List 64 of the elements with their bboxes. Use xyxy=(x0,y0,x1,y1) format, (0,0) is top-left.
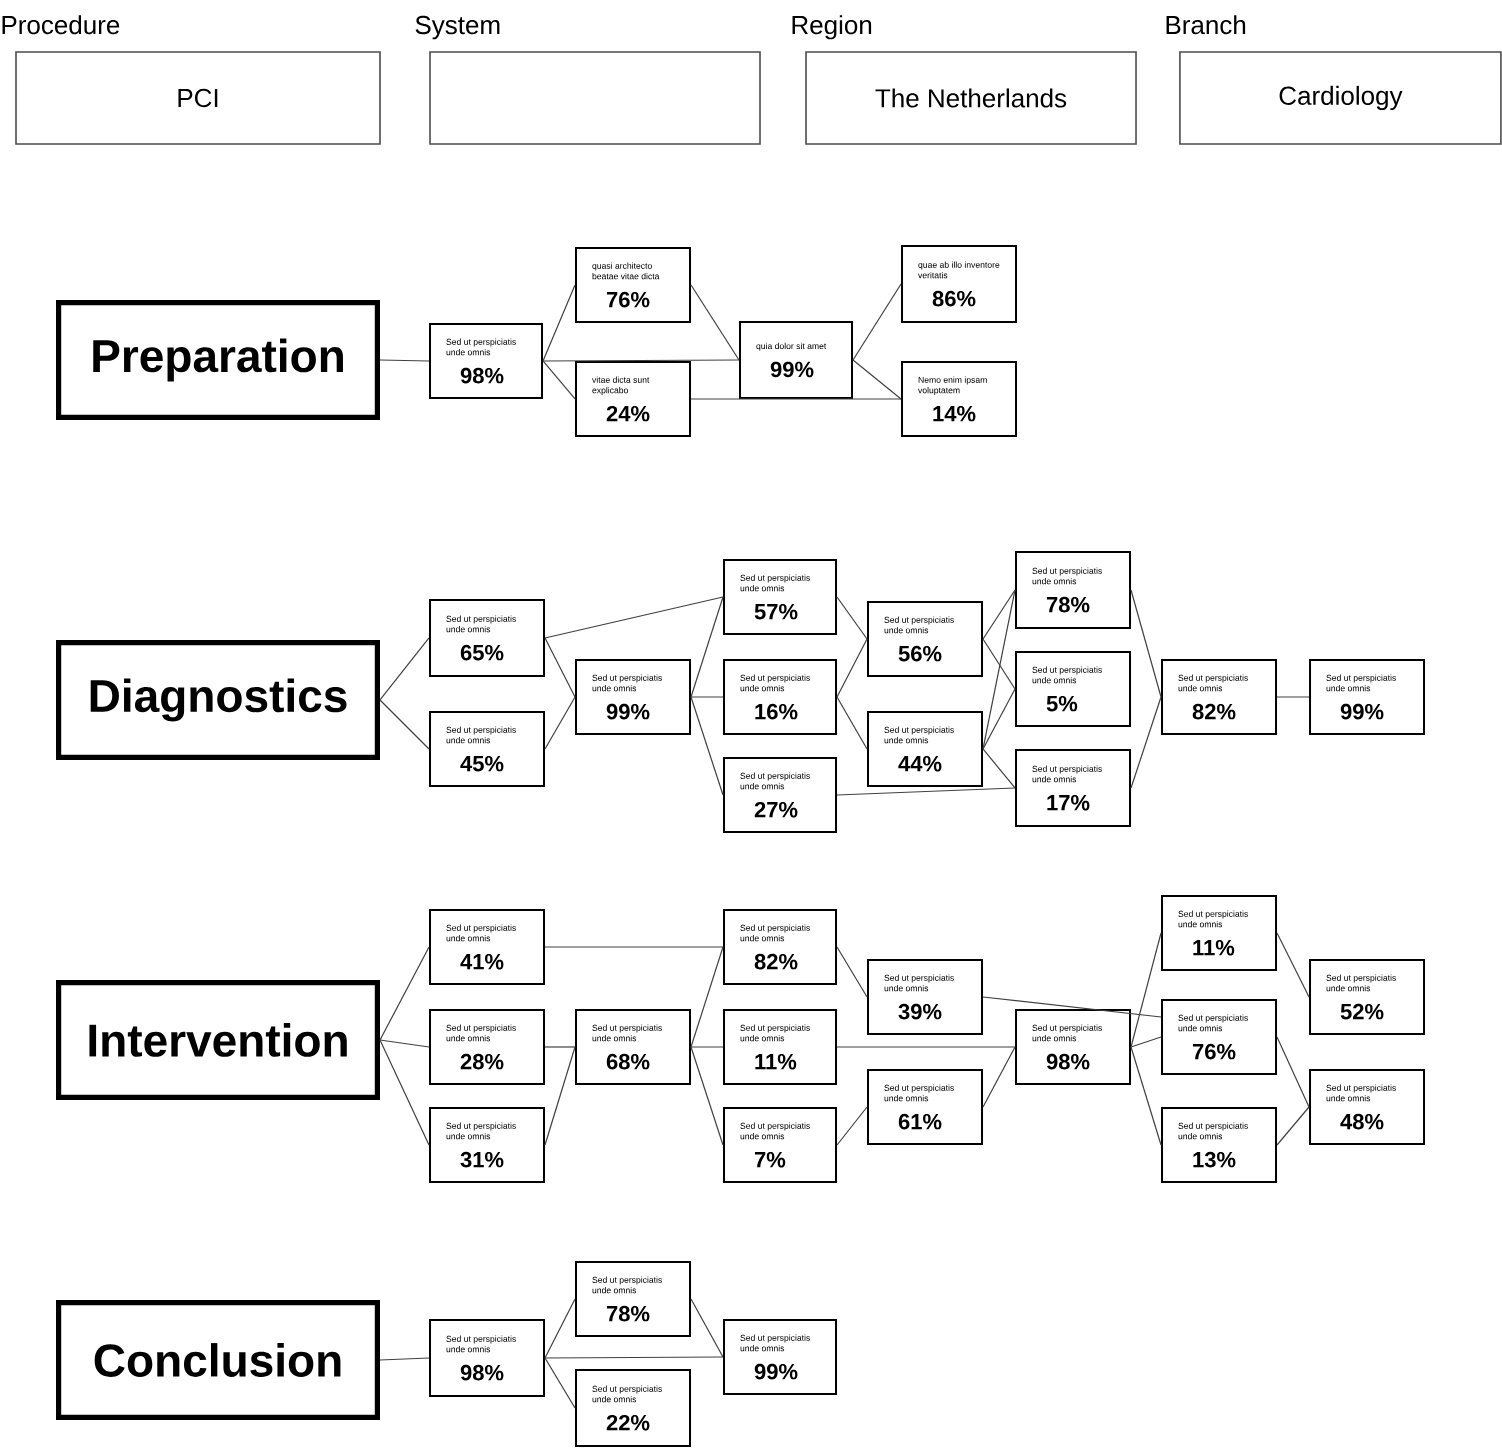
connector-line xyxy=(690,284,740,361)
connector-line xyxy=(836,787,1016,796)
connector-line xyxy=(1276,932,1310,998)
connector-line xyxy=(836,638,868,698)
connector-line xyxy=(1130,932,1162,1048)
stage-box: Diagnostics xyxy=(56,640,380,760)
connector-line xyxy=(544,1046,576,1048)
stage-box: Preparation xyxy=(56,299,380,420)
field-label: Procedure xyxy=(2,15,120,35)
connector-line xyxy=(836,596,868,640)
connector-line xyxy=(379,946,430,1041)
connector-line xyxy=(1130,589,1162,698)
connector-line xyxy=(690,596,724,698)
stage-box: Intervention xyxy=(56,980,380,1100)
connector-line xyxy=(690,696,724,796)
connector-line xyxy=(544,1046,576,1146)
connector-line xyxy=(690,1046,724,1146)
field-box: Cardiology xyxy=(1179,51,1502,145)
stage-box: Conclusion xyxy=(56,1300,380,1420)
connector-line xyxy=(982,638,1016,690)
connector-line xyxy=(836,946,868,998)
connector-line xyxy=(542,360,576,400)
connector-line xyxy=(982,996,1162,1018)
connector-line xyxy=(690,696,724,698)
connector-line xyxy=(982,589,1016,640)
connector-line xyxy=(544,946,724,948)
field-label: Region xyxy=(792,15,872,40)
field-box: PCI xyxy=(15,51,381,145)
connector-line xyxy=(379,1357,430,1361)
connector-line xyxy=(544,696,576,750)
connector-line xyxy=(690,398,902,400)
connector-line xyxy=(544,1357,576,1409)
connector-line xyxy=(852,283,902,361)
connector-line xyxy=(852,359,902,400)
connector-line xyxy=(982,589,1016,750)
connector-line xyxy=(836,1106,868,1146)
connector-line xyxy=(1276,1036,1310,1108)
field-box: The Netherlands xyxy=(805,51,1137,145)
connector-line xyxy=(690,1298,724,1358)
connector-line xyxy=(836,696,868,750)
connector-line xyxy=(1276,696,1310,698)
connector-line xyxy=(379,1039,430,1048)
connector-line xyxy=(542,359,740,362)
connector-line xyxy=(1130,1036,1162,1048)
field-label: System xyxy=(415,15,500,40)
connector-line xyxy=(542,284,576,362)
connector-line xyxy=(379,637,430,701)
connector-line xyxy=(690,946,724,1048)
connector-line xyxy=(379,1039,430,1146)
connector-line xyxy=(1130,696,1162,789)
connector-line xyxy=(379,359,430,362)
connector-line xyxy=(690,1046,724,1048)
connector-line xyxy=(982,688,1016,750)
connector-line xyxy=(982,1046,1016,1108)
connector-line xyxy=(544,637,576,698)
connector-line xyxy=(1130,1046,1162,1146)
connector-line xyxy=(544,596,724,639)
connector-line xyxy=(379,699,430,750)
connector-line xyxy=(544,1298,576,1359)
connector-line xyxy=(544,1356,724,1359)
connector-line xyxy=(836,1046,1016,1048)
connector-line xyxy=(982,748,1016,789)
field-label: Branch xyxy=(1166,15,1246,35)
connector-line xyxy=(1276,1106,1310,1146)
